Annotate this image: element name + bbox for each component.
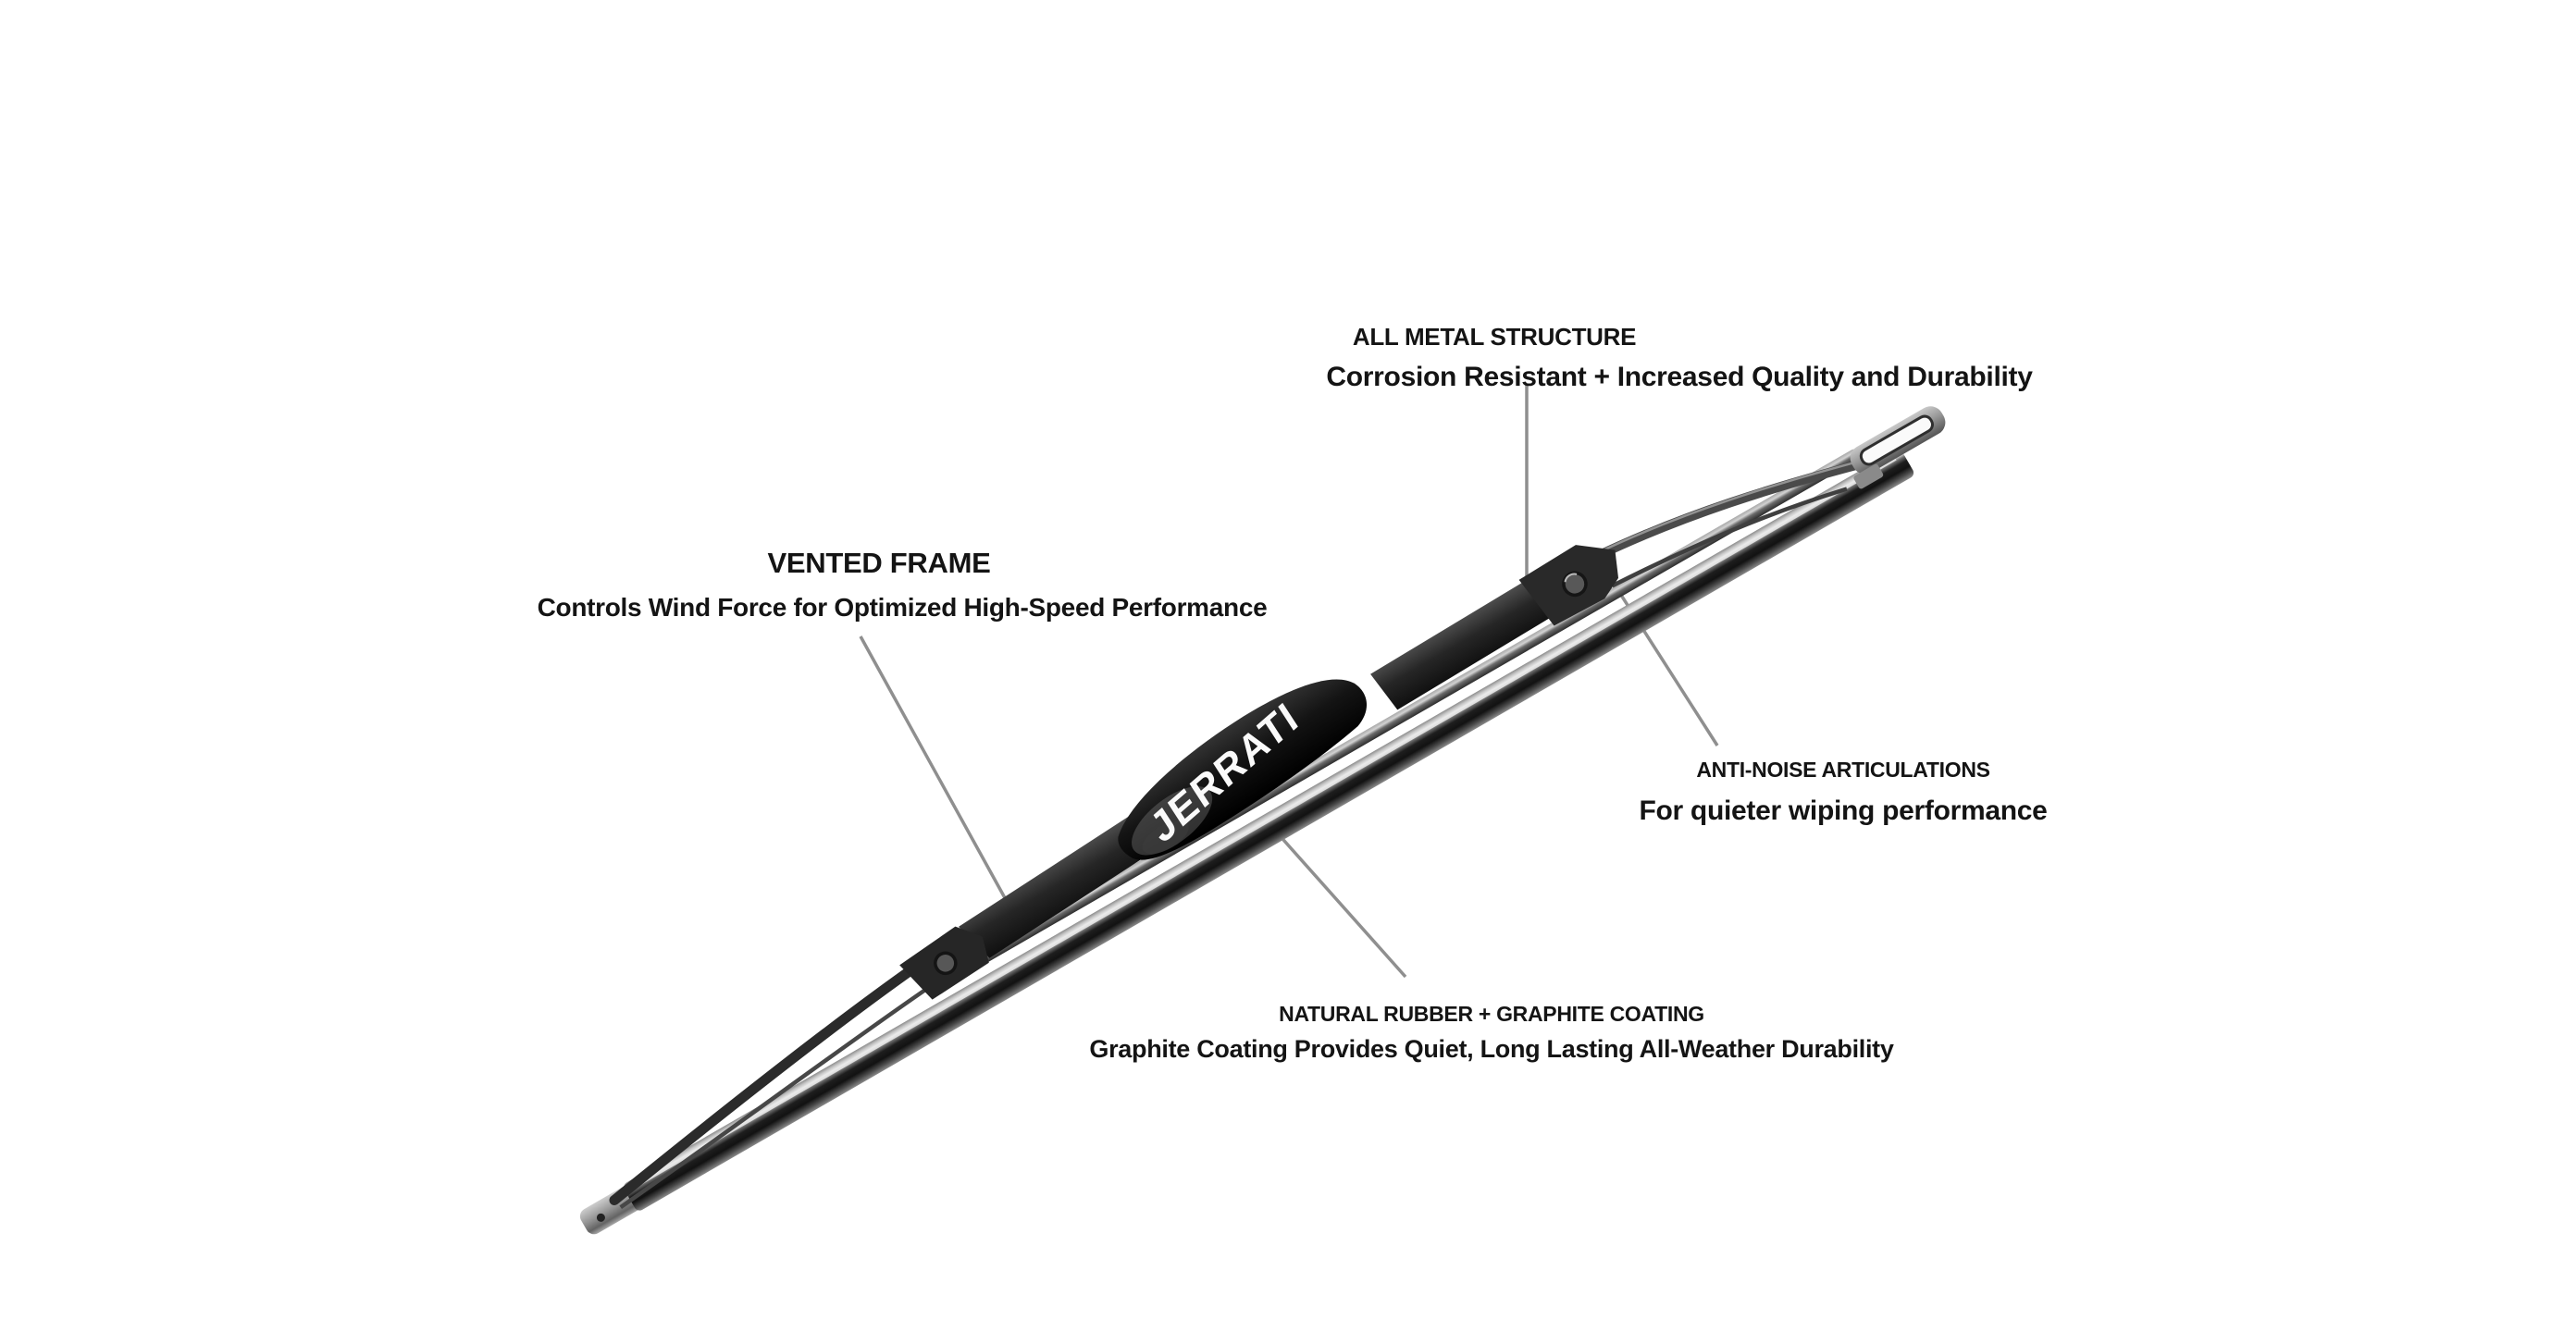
leader-line-natural-rubber xyxy=(1275,831,1407,979)
hook-connector-end xyxy=(1850,406,1946,489)
flexor-rod xyxy=(953,449,1861,978)
right-arm xyxy=(1592,456,1878,561)
left-articulation-joint xyxy=(899,926,989,1000)
right-wire xyxy=(1611,487,1848,588)
rubber-rail xyxy=(624,450,1914,1211)
callout-anti-noise-articulations-title: ANTI-NOISE ARTICULATIONS xyxy=(1696,758,1990,782)
hook-slot xyxy=(1859,414,1934,466)
right-frame-arm xyxy=(1370,574,1565,710)
callout-vented-frame-title: VENTED FRAME xyxy=(767,547,991,579)
right-articulation-joint xyxy=(1518,545,1619,626)
left-rivet xyxy=(934,951,958,976)
callout-natural-rubber-subtitle: Graphite Coating Provides Quiet, Long La… xyxy=(1089,1035,1894,1063)
tip-end-dot xyxy=(596,1213,605,1222)
leader-line-vented-frame xyxy=(859,635,1010,906)
right-rivet xyxy=(1562,571,1588,598)
left-frame-arm xyxy=(959,810,1164,958)
callout-anti-noise-articulations-subtitle: For quieter wiping performance xyxy=(1639,796,2048,826)
left-wire xyxy=(619,980,937,1210)
wiper-blade-group: JERRATI xyxy=(579,406,1946,1235)
callout-all-metal-structure-subtitle: Corrosion Resistant + Increased Quality … xyxy=(1326,362,2033,392)
callout-natural-rubber-title: NATURAL RUBBER + GRAPHITE COATING xyxy=(1279,1002,1704,1026)
hook-clip-tab xyxy=(1853,463,1884,489)
callout-all-metal-structure-title: ALL METAL STRUCTURE xyxy=(1352,323,1637,351)
left-arm xyxy=(609,959,924,1206)
callout-vented-frame-subtitle: Controls Wind Force for Optimized High-S… xyxy=(537,593,1268,622)
